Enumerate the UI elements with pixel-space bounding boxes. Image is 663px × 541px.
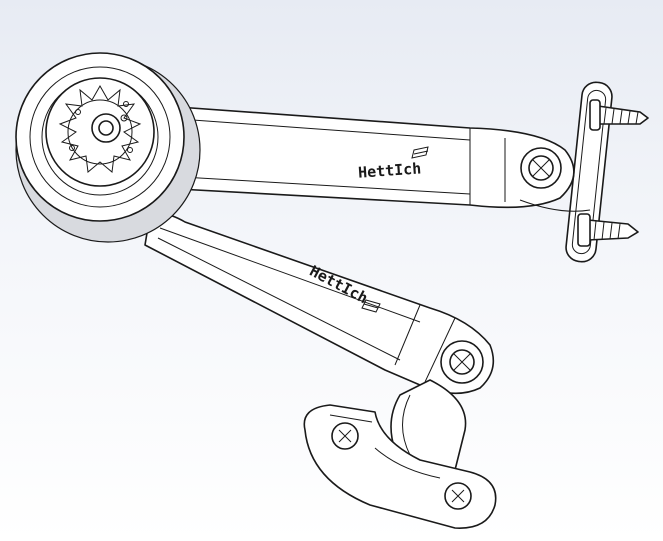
- upper-arm: [149, 104, 591, 212]
- upper-arm-brand-label: HettIch: [357, 159, 421, 181]
- hub-gear-pattern-icon: [45, 77, 155, 187]
- lower-arm-pivot-screw-icon: [440, 340, 484, 384]
- lower-arm-logo-icon: [361, 299, 381, 313]
- screw-lower-icon: [577, 213, 639, 247]
- bracket-screw-left-icon: [331, 422, 359, 450]
- upper-arm-pivot-screw-icon: [520, 147, 562, 189]
- bracket-screw-right-icon: [444, 482, 472, 510]
- upper-arm-logo-icon: [411, 146, 429, 159]
- screw-upper-icon: [589, 99, 649, 131]
